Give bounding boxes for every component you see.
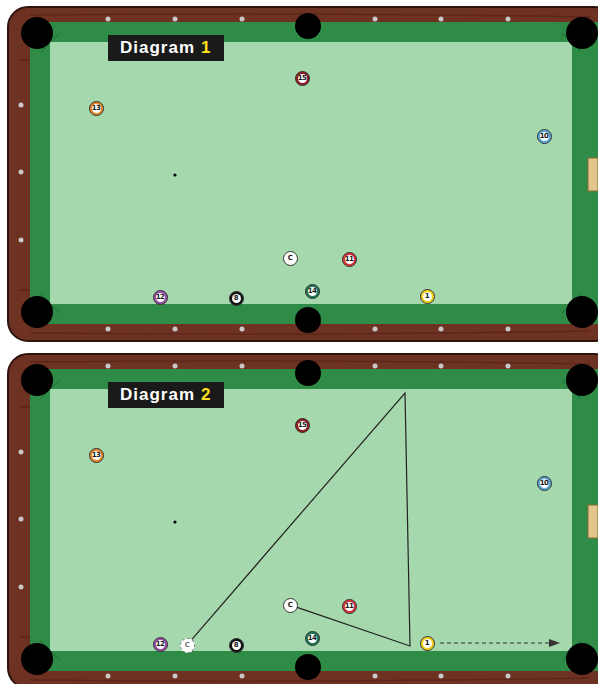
badge-word: Diagram [120,38,195,57]
ball-number: 14 [302,285,323,298]
object-ball: 13 [89,101,104,116]
ball-number: C [280,252,301,265]
ball-number: 11 [339,600,360,613]
object-ball: 12 [153,290,168,305]
object-ball: 10 [537,476,552,491]
object-ball: 11 [342,599,357,614]
table-2 [8,354,598,684]
ball-number: C [280,599,301,612]
object-ball: 8 [229,291,244,306]
cue-ball: C [283,251,298,266]
ball-number: 10 [534,477,555,490]
object-ball: 14 [305,631,320,646]
object-ball: 15 [295,418,310,433]
ball-number: 15 [292,419,313,432]
ball-number: 8 [226,639,247,652]
ball-number: 12 [150,638,171,651]
diagram-badge: Diagram 1 [108,35,224,61]
ball-number: 1 [417,290,438,303]
badge-word: Diagram [120,385,195,404]
ball-number: 10 [534,130,555,143]
ball-number: 13 [86,449,107,462]
table-1 [8,7,598,341]
object-ball: 12 [153,637,168,652]
object-ball-path [440,642,550,643]
ball-number: 12 [150,291,171,304]
object-ball: 8 [229,638,244,653]
ball-number: 14 [302,632,323,645]
badge-number: 2 [201,385,211,404]
object-ball: 1 [420,636,435,651]
ball-number: 8 [226,292,247,305]
cue-ball-path [192,393,410,646]
object-ball: 14 [305,284,320,299]
ball-number: 13 [86,102,107,115]
object-ball: 10 [537,129,552,144]
badge-number: 1 [201,38,211,57]
ball-number: 1 [417,637,438,650]
object-ball: 15 [295,71,310,86]
object-ball: 1 [420,289,435,304]
arrow-head [549,639,560,647]
ball-number: C [177,639,198,652]
object-ball: 11 [342,252,357,267]
diagram-badge: Diagram 2 [108,382,224,408]
ball-number: 11 [339,253,360,266]
object-ball: 13 [89,448,104,463]
ball-number: 15 [292,72,313,85]
ghost-cue-ball: C [180,638,195,653]
cue-ball: C [283,598,298,613]
